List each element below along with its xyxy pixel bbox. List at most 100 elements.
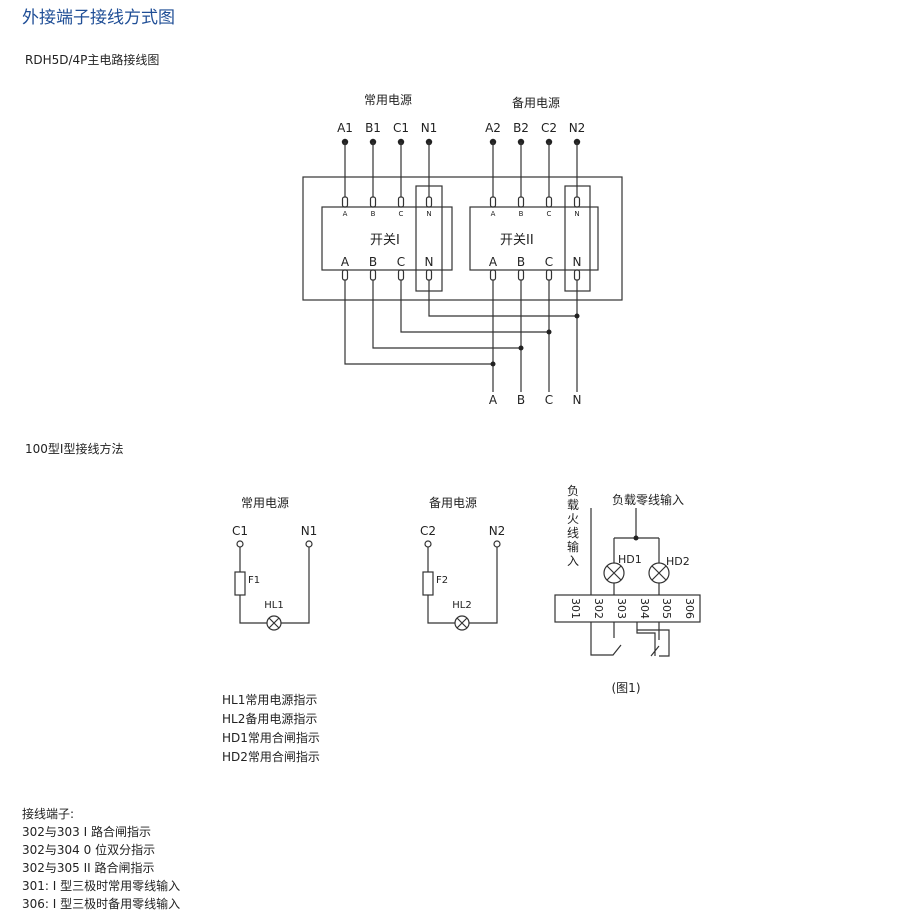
note-line: 接线端子: xyxy=(22,807,75,821)
wiring-100-title: 100型I型接线方法 xyxy=(25,442,124,456)
input-terminal-label: C1 xyxy=(393,121,409,135)
output-label: A xyxy=(489,393,498,407)
terminal-block xyxy=(554,594,701,623)
load-neutral-label: 负载零线输入 xyxy=(612,492,684,507)
hd1-label: HD1 xyxy=(618,553,642,566)
bus-wires xyxy=(344,280,578,392)
terminal-label: N xyxy=(573,255,582,269)
backup-source-label: 备用电源 xyxy=(429,496,477,510)
main-circuit: 常用电源 备用电源 A1A A B1B B C1C C N1N N A2A A B2B B C2C C N2… xyxy=(302,93,623,407)
legend-item: HD1常用合闸指示 xyxy=(222,731,320,745)
neutral-box-1 xyxy=(415,185,443,292)
phase-label: C1 xyxy=(232,524,248,538)
input-terminal-label: A1 xyxy=(337,121,353,135)
neutral-box-2 xyxy=(564,185,591,292)
input-terminal-label: A2 xyxy=(485,121,501,135)
terminal-pin xyxy=(545,269,553,281)
terminal-label: B xyxy=(517,255,525,269)
terminal-small-label: C xyxy=(547,210,552,218)
lamp-label: HL1 xyxy=(264,600,283,611)
terminal-pin xyxy=(545,196,553,208)
fuse-label: F2 xyxy=(436,575,448,586)
normal-source-label: 常用电源 xyxy=(364,93,412,107)
load-live-char: 线 xyxy=(567,526,579,540)
note-line: 301: I 型三极时常用零线输入 xyxy=(22,879,181,893)
hd1-lamp-icon xyxy=(603,562,625,584)
terminal-number: 304 xyxy=(638,598,651,619)
terminal-pin xyxy=(517,196,525,208)
normal-source-label: 常用电源 xyxy=(241,496,289,510)
terminal-small-label: C xyxy=(399,210,404,218)
note-line: 302与303 I 路合闸指示 xyxy=(22,825,151,839)
note-line: 302与305 II 路合闸指示 xyxy=(22,861,155,875)
load-live-char: 输 xyxy=(567,539,579,554)
terminal-pin xyxy=(341,269,349,281)
terminal-label: B xyxy=(369,255,377,269)
terminal-pin xyxy=(425,196,433,208)
terminal-small-label: N xyxy=(574,210,579,218)
input-terminal-label: N1 xyxy=(421,121,438,135)
terminal-label: C xyxy=(397,255,405,269)
switch-2-label: 开关II xyxy=(500,233,534,248)
terminal-pin xyxy=(573,269,581,281)
hd2-lamp-icon xyxy=(648,562,670,584)
legend-item: HD2常用合闸指示 xyxy=(222,750,320,764)
terminal-small-label: A xyxy=(343,210,348,218)
fuse-label: F1 xyxy=(248,575,260,586)
terminal-pin xyxy=(369,196,377,208)
load-live-char: 负 xyxy=(567,484,579,498)
legend-item: HL2备用电源指示 xyxy=(222,712,318,726)
terminal-number: 301 xyxy=(569,598,582,619)
phase-label: C2 xyxy=(420,524,436,538)
terminal-pin xyxy=(397,196,405,208)
main-circuit-title: RDH5D/4P主电路接线图 xyxy=(25,53,160,67)
lamp-icon xyxy=(266,615,282,631)
output-label: B xyxy=(517,393,525,407)
switch-2-box xyxy=(469,206,599,271)
terminal-label: C xyxy=(545,255,553,269)
lamp-label: HL2 xyxy=(452,600,471,611)
terminal-pin xyxy=(397,269,405,281)
backup-indicator-circuit: 备用电源 C2 N2 F2 HL2 xyxy=(420,496,506,631)
terminal-number: 303 xyxy=(615,598,628,619)
terminal-label: A xyxy=(489,255,498,269)
terminal-pin xyxy=(425,269,433,281)
output-label: C xyxy=(545,393,553,407)
terminal-small-label: B xyxy=(519,210,524,218)
lamp-icon xyxy=(454,615,470,631)
terminal-small-label: A xyxy=(491,210,496,218)
hd2-label: HD2 xyxy=(666,555,690,568)
fuse-icon xyxy=(422,571,434,596)
terminal-pin xyxy=(489,269,497,281)
switch-1-label: 开关I xyxy=(370,233,400,248)
switch-1-box xyxy=(321,206,453,271)
terminal-number: 306 xyxy=(683,598,696,619)
input-terminal-label: B2 xyxy=(513,121,529,135)
load-live-char: 入 xyxy=(567,554,579,568)
figure-caption: (图1) xyxy=(612,681,641,695)
terminal-small-label: N xyxy=(426,210,431,218)
normal-indicator-circuit: 常用电源 C1 N1 F1 HL1 xyxy=(232,496,318,631)
input-terminal-label: N2 xyxy=(569,121,586,135)
neutral-label: N2 xyxy=(489,524,506,538)
terminal-pin xyxy=(573,196,581,208)
terminal-number: 302 xyxy=(592,598,605,619)
load-live-char: 载 xyxy=(567,498,579,512)
neutral-label: N1 xyxy=(301,524,318,538)
terminal-pin xyxy=(341,196,349,208)
terminal-small-label: B xyxy=(371,210,376,218)
legend-item: HL1常用电源指示 xyxy=(222,693,318,707)
page-title: 外接端子接线方式图 xyxy=(22,8,175,28)
note-line: 302与304 0 位双分指示 xyxy=(22,843,156,857)
terminal-pin xyxy=(517,269,525,281)
terminal-label: N xyxy=(425,255,434,269)
notes-block: 接线端子: 302与303 I 路合闸指示 302与304 0 位双分指示 30… xyxy=(22,805,180,913)
terminal-label: A xyxy=(341,255,350,269)
note-line: 306: I 型三极时备用零线输入 xyxy=(22,897,181,911)
backup-source-label: 备用电源 xyxy=(512,96,560,110)
input-terminal-label: B1 xyxy=(365,121,381,135)
input-terminal-label: C2 xyxy=(541,121,557,135)
